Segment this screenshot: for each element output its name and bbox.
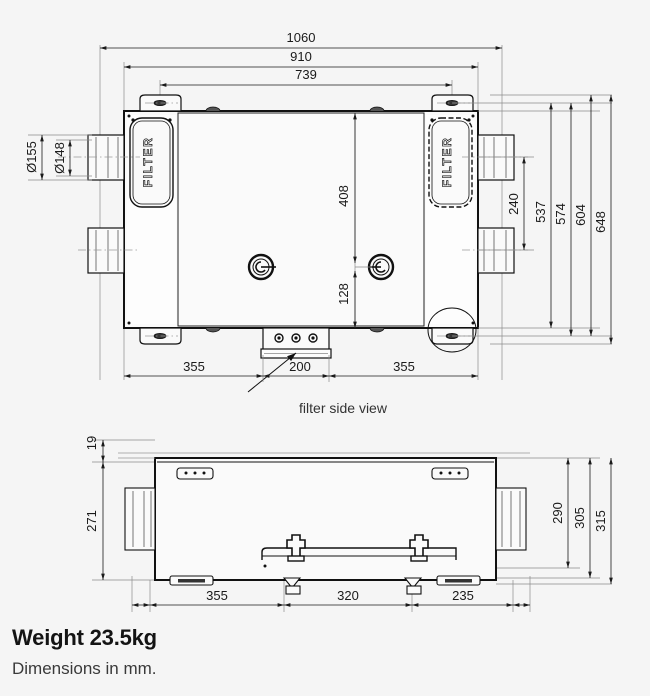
dimension-diameter-148: Ø148 [52, 139, 92, 177]
dimension-574: 574 [553, 103, 573, 336]
dimension-label-height-315: 315 [593, 510, 608, 532]
dimension-290: 290 [550, 458, 570, 568]
dimension-1060: 1060 [100, 30, 502, 50]
filter-panel-left [129, 117, 174, 208]
dimension-side-320: 320 [284, 588, 412, 607]
duct-left-lower [78, 227, 140, 274]
access-port-left [247, 253, 276, 281]
side-view: 19 271 [84, 436, 613, 612]
dimension-537: 537 [533, 103, 553, 328]
side-foot-left [169, 575, 214, 586]
duct-right-upper [462, 134, 528, 181]
dimension-240: 240 [506, 157, 526, 250]
caption-filter-side-view: filter side view [299, 400, 388, 416]
dimension-label-flange-height: 19 [84, 436, 99, 450]
tray-clamp-left [286, 534, 306, 562]
dimension-label-depth-574: 574 [553, 203, 568, 225]
dimension-label-duct-outer-diameter: Ø155 [24, 141, 39, 173]
filter-compartment-right: FILTER [426, 115, 475, 324]
dimension-bottom-355-right: 355 [329, 359, 478, 378]
dimension-label-body-width: 910 [290, 49, 312, 64]
detail-highlight-circle [427, 307, 477, 353]
dimension-128: 128 [336, 271, 357, 328]
filter-label-right: FILTER [440, 137, 454, 188]
dimension-271: 271 [84, 462, 105, 580]
mounting-bracket-top-left [139, 94, 182, 112]
dimension-bottom-355-left: 355 [124, 359, 263, 378]
dimension-604: 604 [573, 95, 593, 336]
dimension-label-segment-left: 355 [206, 588, 228, 603]
weight-text: Weight 23.5kg [12, 625, 157, 650]
dimension-label-drain-offset-top: 408 [336, 185, 351, 207]
dimension-label-duct-inner-diameter: Ø148 [52, 142, 67, 174]
dimension-910: 910 [124, 49, 478, 69]
dimension-label-control-box-width: 200 [289, 359, 311, 374]
dimensions-note: Dimensions in mm. [12, 659, 157, 679]
filter-compartment-left: FILTER [127, 115, 176, 324]
dimension-label-depth-604: 604 [573, 204, 588, 226]
dimension-305: 305 [572, 458, 592, 578]
dimension-label-depth-648: 648 [593, 211, 608, 233]
drain-spigot-left [282, 577, 302, 595]
dimension-label-drain-offset-bottom: 128 [336, 283, 351, 305]
drain-spigot-right [403, 577, 423, 595]
dimension-label-segment-middle: 320 [337, 588, 359, 603]
tray-clamp-right [409, 534, 429, 562]
dimension-739: 739 [160, 67, 452, 87]
mounting-bracket-bottom-left [139, 327, 182, 345]
filter-panel-right [428, 117, 473, 208]
unit-core-box [177, 112, 425, 327]
dimension-label-port-spacing: 240 [506, 193, 521, 215]
edge-bumps [205, 106, 385, 333]
dimension-label-left-segment: 355 [183, 359, 205, 374]
dimension-side-355: 355 [150, 588, 284, 607]
dimension-diameter-155: Ø155 [24, 134, 92, 181]
dimension-19: 19 [84, 436, 105, 462]
side-hinge-left [176, 467, 214, 480]
dimension-label-depth-537: 537 [533, 201, 548, 223]
access-port-right [367, 253, 395, 281]
dimension-label-bracket-span: 739 [295, 67, 317, 82]
dimension-label-overall-width: 1060 [287, 30, 316, 45]
dimension-side-235: 235 [412, 588, 513, 607]
dimension-label-segment-right: 235 [452, 588, 474, 603]
control-box-leader [247, 352, 297, 393]
dimension-label-height-305: 305 [572, 507, 587, 529]
dimension-200: 200 [263, 359, 329, 378]
dimension-315: 315 [593, 458, 613, 584]
top-view: 1060 910 739 FILTER FILTE [24, 30, 613, 416]
side-hinge-right [431, 467, 469, 480]
dimension-label-height-290: 290 [550, 502, 565, 524]
side-duct-right [495, 487, 527, 551]
side-foot-right [436, 575, 481, 586]
dimension-label-right-segment: 355 [393, 359, 415, 374]
dimension-648: 648 [593, 95, 613, 344]
dimension-label-body-height: 271 [84, 510, 99, 532]
side-duct-left [124, 487, 156, 551]
body-corner-dots [127, 114, 475, 325]
filter-label-left: FILTER [141, 137, 155, 188]
duct-right-lower [462, 227, 528, 274]
duct-left-upper [58, 134, 140, 181]
footer: Weight 23.5kg Dimensions in mm. [12, 625, 632, 679]
